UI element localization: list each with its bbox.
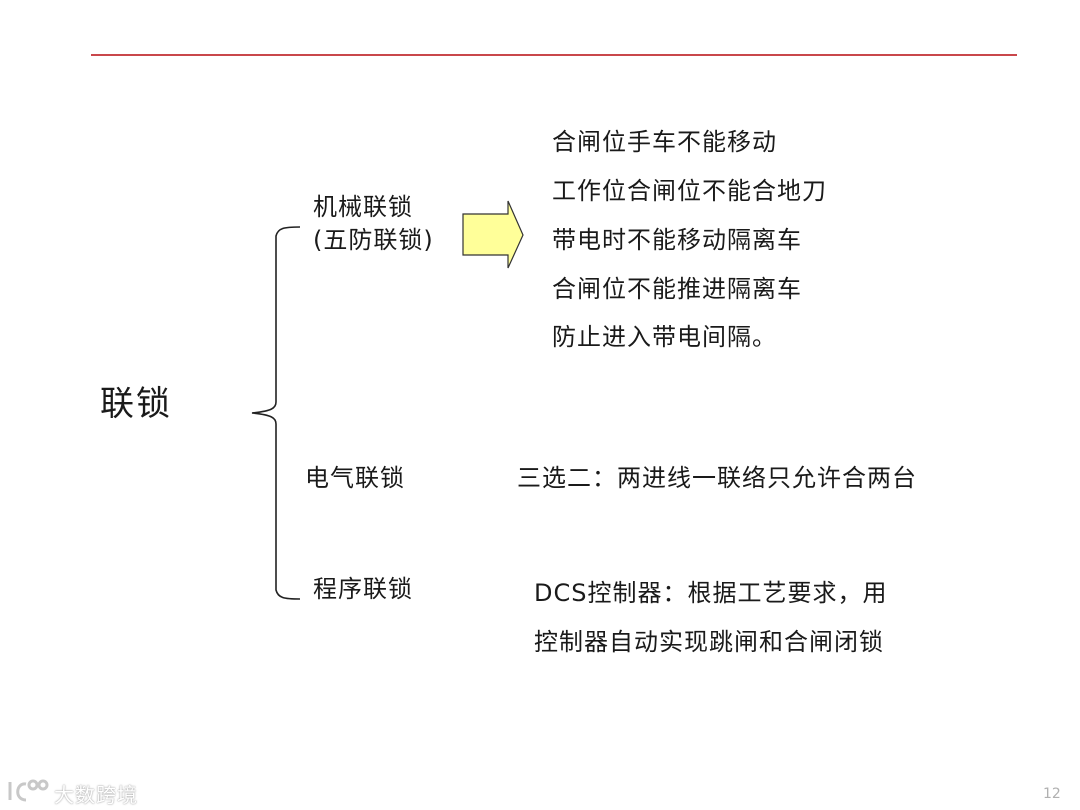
- right-arrow-icon: [462, 200, 524, 269]
- mechanical-detail-5: 防止进入带电间隔。: [552, 323, 777, 351]
- root-term: 联锁: [100, 384, 172, 424]
- branch-electrical-label: 电气联锁: [305, 464, 405, 492]
- branch-program-label: 程序联锁: [313, 575, 413, 603]
- mechanical-detail-2: 工作位合闸位不能合地刀: [552, 177, 827, 205]
- 100-logo-icon: [8, 779, 49, 802]
- branch-mechanical-label: 机械联锁: [313, 193, 413, 221]
- mechanical-detail-1: 合闸位手车不能移动: [552, 128, 777, 156]
- branch-mechanical-sublabel: (五防联锁): [313, 226, 434, 254]
- page-number: 12: [1043, 786, 1061, 802]
- mechanical-detail-4: 合闸位不能推进隔离车: [552, 275, 802, 303]
- program-detail-2: 控制器自动实现跳闸和合闸闭锁: [534, 628, 884, 656]
- curly-brace-icon: [251, 226, 301, 600]
- program-detail-1: DCS控制器：根据工艺要求，用: [534, 579, 888, 607]
- mechanical-detail-3: 带电时不能移动隔离车: [552, 226, 802, 254]
- header-rule: [91, 54, 1017, 56]
- footer-logo-text: 大数跨境: [54, 783, 138, 807]
- electrical-detail-1: 三选二：两进线一联络只允许合两台: [517, 464, 917, 492]
